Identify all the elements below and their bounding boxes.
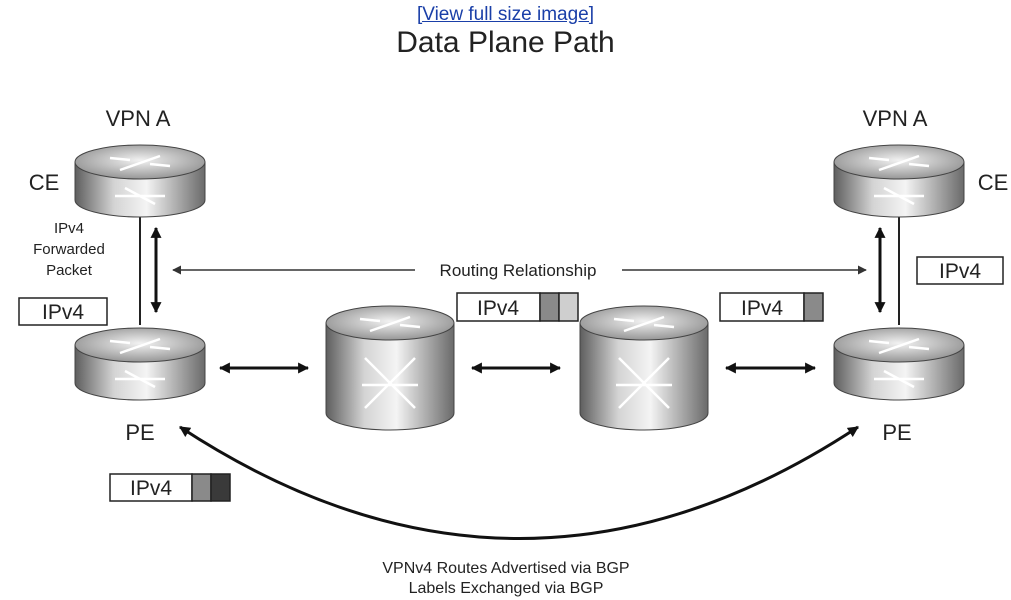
packet-core-right: IPv4 <box>719 292 824 322</box>
mpls-label-single <box>803 292 824 322</box>
left-pe-label: PE <box>125 420 154 445</box>
ipv4-forwarded-line1: IPv4 <box>54 220 84 237</box>
packet-left-ce-pe-label: IPv4 <box>42 301 84 324</box>
ipv4-forwarded-line2: Forwarded <box>33 241 105 258</box>
left-vpn-label: VPN A <box>106 106 171 131</box>
packet-bgp-label: IPv4 <box>130 477 172 500</box>
mpls-label-inner <box>558 292 579 322</box>
router-left-ce <box>74 144 206 218</box>
router-right-pe <box>833 327 965 401</box>
switch-p1 <box>325 305 455 431</box>
right-vpn-label: VPN A <box>863 106 928 131</box>
packet-core-left-label: IPv4 <box>477 297 519 320</box>
diagram-title: Data Plane Path <box>396 26 615 59</box>
right-ce-label: CE <box>978 170 1009 195</box>
right-pe-label: PE <box>882 420 911 445</box>
packet-right-ce-pe: IPv4 <box>916 256 1004 285</box>
packet-core-left: IPv4 <box>456 292 579 322</box>
router-left-pe <box>74 327 206 401</box>
packet-core-right-label: IPv4 <box>741 297 783 320</box>
routing-relationship-label: Routing Relationship <box>440 261 597 280</box>
mpls-label-outer <box>539 292 560 322</box>
switch-p2 <box>579 305 709 431</box>
vpn-label <box>191 473 212 502</box>
view-full-size-link[interactable]: [View full size image] <box>416 4 595 25</box>
packet-bgp: IPv4 <box>109 473 231 502</box>
bgp-curve-arrow <box>179 425 859 540</box>
left-ce-label: CE <box>29 170 60 195</box>
packet-right-ce-pe-label: IPv4 <box>939 260 981 283</box>
igp-label <box>210 473 231 502</box>
router-right-ce <box>833 144 965 218</box>
packet-left-ce-pe: IPv4 <box>18 297 108 326</box>
bgp-caption-line2: Labels Exchanged via BGP <box>409 580 604 597</box>
bgp-caption-line1: VPNv4 Routes Advertised via BGP <box>382 560 629 577</box>
ipv4-forwarded-line3: Packet <box>46 262 93 279</box>
